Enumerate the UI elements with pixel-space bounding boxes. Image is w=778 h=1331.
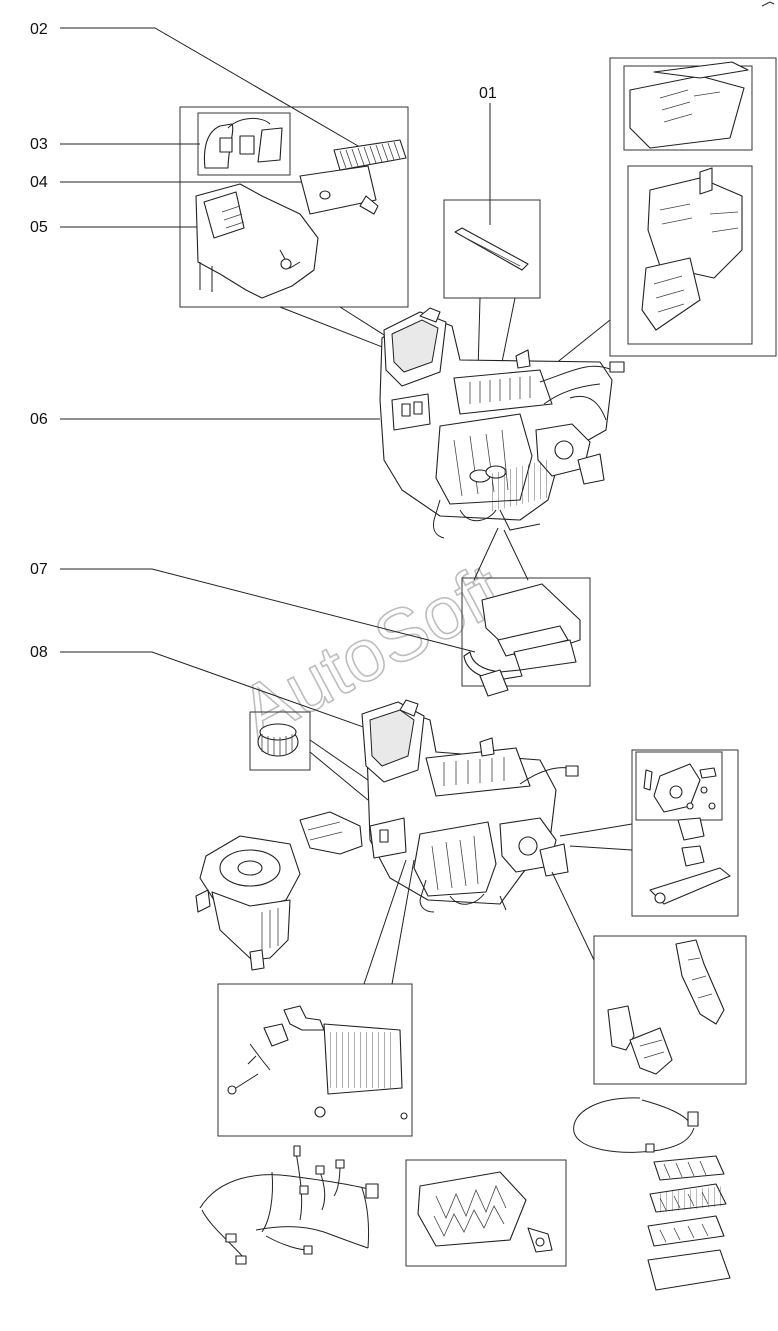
cabin-filter-part: [333, 139, 407, 171]
box-leader-left-top: [279, 306, 391, 351]
sensor-cable-part: [573, 1097, 699, 1153]
callout-05-label: 05: [30, 219, 48, 236]
callout-02-label: 02: [30, 21, 48, 38]
box-housing-halves: [529, 57, 777, 385]
box-heater-core: [461, 458, 591, 697]
callout-04-label: 04: [30, 174, 48, 191]
box-actuators: [559, 749, 739, 917]
heater-hose-part: [463, 651, 523, 681]
hvac-unit-assembly-06: [379, 307, 625, 581]
door-stack-part: [647, 1155, 731, 1291]
callout-03-label: 03: [30, 136, 48, 153]
box-blower-motor: [249, 711, 369, 801]
seal-strip-part: [454, 227, 529, 271]
callout-06-label: 06: [30, 411, 48, 428]
corner-mark: [761, 1, 775, 7]
callout-07-label: 07: [30, 561, 48, 578]
callout-01-label: 01: [479, 85, 497, 102]
box-mode-door: [405, 1159, 567, 1267]
box-side-ducts: [551, 871, 747, 1085]
duct-housing-part: [195, 183, 319, 299]
wiring-harness-part: [199, 1145, 379, 1265]
callout-08-leader: [60, 651, 401, 741]
box-seal-part: [443, 199, 541, 373]
filter-housing-part: [299, 165, 379, 215]
hvac-unit-assembly-08: [361, 699, 579, 913]
box-evaporator: [217, 859, 415, 1137]
callout-08-label: 08: [30, 644, 48, 661]
box-duct-and-filter-housing: [179, 106, 409, 351]
blower-housing-part: [195, 811, 363, 971]
callout-07-leader: [60, 568, 476, 653]
clip-set-part: [197, 112, 291, 176]
callout-02-leader: [60, 27, 366, 151]
